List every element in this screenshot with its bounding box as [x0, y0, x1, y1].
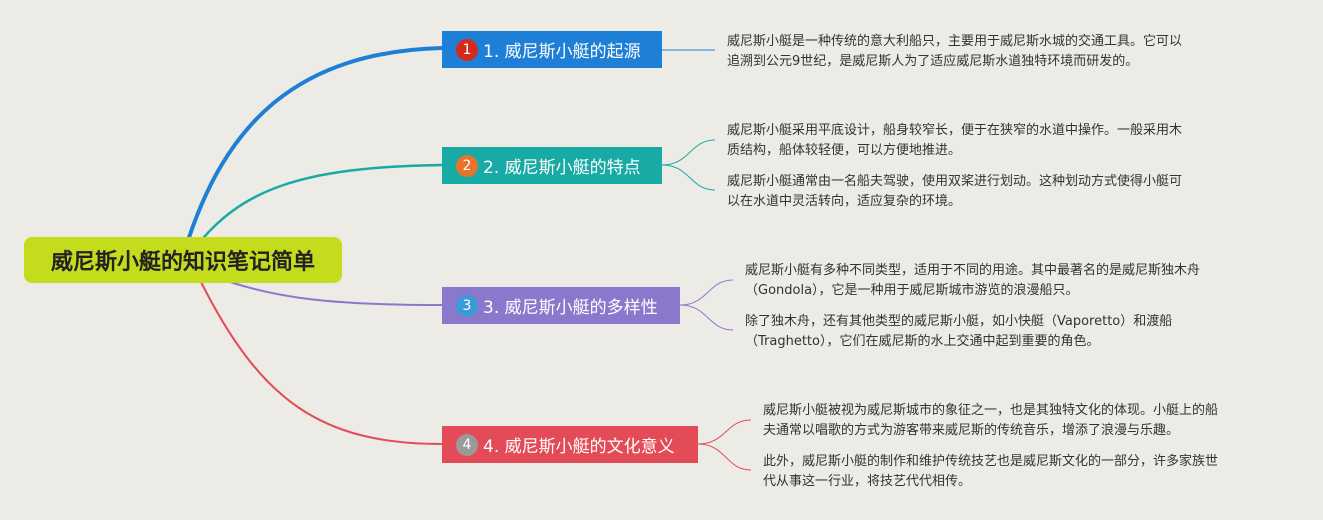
branch-label: 4. 威尼斯小艇的文化意义	[483, 437, 675, 457]
note-line: 威尼斯小艇是一种传统的意大利船只，主要用于威尼斯水城的交通工具。它可以	[727, 34, 1183, 49]
branch-features[interactable]: 2 2. 威尼斯小艇的特点	[442, 147, 662, 184]
note-line: 威尼斯小艇通常由一名船夫驾驶，使用双桨进行划动。这种划动方式使得小艇可	[727, 174, 1183, 189]
root-topic[interactable]: 威尼斯小艇的知识笔记简单	[24, 237, 342, 283]
root-title: 威尼斯小艇的知识笔记简单	[50, 250, 315, 275]
note-line: 以在水道中灵活转向，适应复杂的环境。	[727, 194, 962, 209]
note-line: （Gondola），它是一种用于威尼斯城市游览的浪漫船只。	[745, 283, 1079, 298]
note-line: 夫通常以唱歌的方式为游客带来威尼斯的传统音乐，增添了浪漫与乐趣。	[763, 423, 1180, 438]
note-line: 代从事这一行业，将技艺代代相传。	[763, 474, 972, 489]
note-line: 威尼斯小艇有多种不同类型，适用于不同的用途。其中最著名的是威尼斯独木舟	[745, 263, 1201, 278]
number-1-icon: 1	[456, 38, 478, 61]
connector-root-branch-3	[229, 281, 443, 306]
connector-root-branch-4	[199, 279, 443, 445]
connector-root-branch-2	[194, 163, 443, 249]
note-line: 威尼斯小艇采用平底设计，船身较窄长，便于在狭窄的水道中操作。一般采用木	[727, 123, 1183, 138]
note-line: （Traghetto），它们在威尼斯的水上交通中起到重要的角色。	[745, 334, 1100, 349]
note-diversity-2: 除了独木舟，还有其他类型的威尼斯小艇，如小快艇（Vaporetto）和渡船 （T…	[745, 312, 1265, 352]
number-4-icon: 4	[456, 433, 478, 456]
note-line: 除了独木舟，还有其他类型的威尼斯小艇，如小快艇（Vaporetto）和渡船	[745, 314, 1173, 329]
number-3-icon: 3	[456, 294, 478, 317]
note-origin: 威尼斯小艇是一种传统的意大利船只，主要用于威尼斯水城的交通工具。它可以 追溯到公…	[727, 32, 1267, 72]
branch-label: 2. 威尼斯小艇的特点	[483, 158, 641, 178]
note-line: 此外，威尼斯小艇的制作和维护传统技艺也是威尼斯文化的一部分，许多家族世	[763, 454, 1219, 469]
branch-origin[interactable]: 1 1. 威尼斯小艇的起源	[442, 31, 662, 68]
connector-branch-4-notes	[697, 419, 752, 471]
note-line: 威尼斯小艇被视为威尼斯城市的象征之一，也是其独特文化的体现。小艇上的船	[763, 403, 1219, 418]
note-features-1: 威尼斯小艇采用平底设计，船身较窄长，便于在狭窄的水道中操作。一般采用木 质结构，…	[727, 121, 1267, 161]
branch-label: 1. 威尼斯小艇的起源	[483, 42, 641, 62]
note-culture-1: 威尼斯小艇被视为威尼斯城市的象征之一，也是其独特文化的体现。小艇上的船 夫通常以…	[763, 401, 1303, 441]
connector-branch-3-notes	[679, 279, 734, 331]
branch-culture[interactable]: 4 4. 威尼斯小艇的文化意义	[442, 426, 698, 463]
note-features-2: 威尼斯小艇通常由一名船夫驾驶，使用双桨进行划动。这种划动方式使得小艇可 以在水道…	[727, 172, 1267, 212]
note-culture-2: 此外，威尼斯小艇的制作和维护传统技艺也是威尼斯文化的一部分，许多家族世 代从事这…	[763, 452, 1303, 492]
number-2-icon: 2	[456, 154, 478, 177]
note-line: 质结构，船体较轻便，可以方便地推进。	[727, 143, 962, 158]
note-diversity-1: 威尼斯小艇有多种不同类型，适用于不同的用途。其中最著名的是威尼斯独木舟 （Gon…	[745, 261, 1265, 301]
connector-root-branch-1	[183, 46, 443, 251]
branch-diversity[interactable]: 3 3. 威尼斯小艇的多样性	[442, 287, 680, 324]
branch-label: 3. 威尼斯小艇的多样性	[483, 298, 658, 318]
note-line: 追溯到公元9世纪，是威尼斯人为了适应威尼斯水道独特环境而研发的。	[727, 54, 1139, 69]
connector-branch-2-notes	[661, 139, 716, 191]
